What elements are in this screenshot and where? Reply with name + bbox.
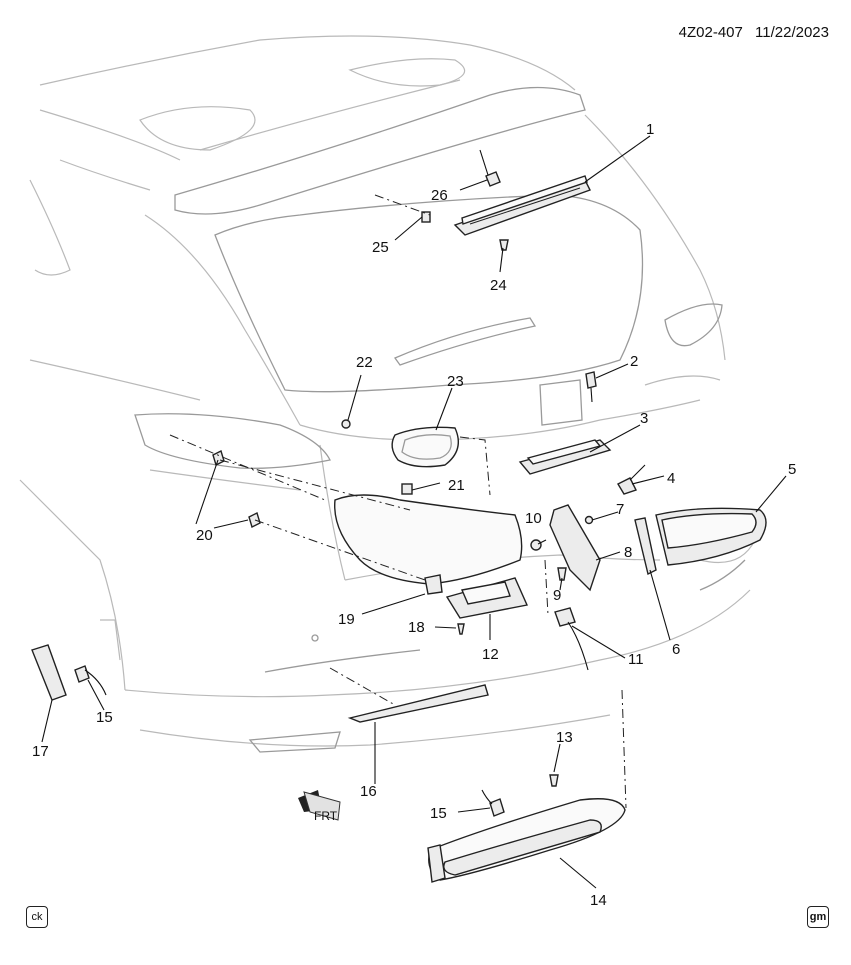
part-20-nut-lower bbox=[248, 512, 261, 528]
part-17-side-marker bbox=[31, 644, 67, 701]
callout-20-upper: 20 bbox=[196, 527, 213, 544]
part-11-harness bbox=[544, 559, 589, 671]
part-21-clip bbox=[401, 483, 413, 495]
callout-10: 10 bbox=[525, 510, 542, 527]
callout-5: 5 bbox=[788, 461, 796, 478]
callout-16: 16 bbox=[360, 783, 377, 800]
callout-6: 6 bbox=[672, 641, 680, 658]
part-16-reflector-strip bbox=[347, 684, 489, 723]
part-26-connector bbox=[479, 149, 501, 187]
part-24-bolt bbox=[499, 239, 509, 251]
part-2-clip bbox=[585, 371, 597, 403]
part-22-nut bbox=[341, 419, 351, 429]
callout-19: 19 bbox=[338, 611, 355, 628]
part-25-grommet bbox=[421, 211, 431, 223]
part-9-screw bbox=[557, 567, 567, 581]
part-7-nut bbox=[584, 515, 594, 525]
callout-13: 13 bbox=[556, 729, 573, 746]
part-10-bolt bbox=[530, 539, 542, 551]
part-12-bracket bbox=[445, 577, 528, 619]
part-8-bracket bbox=[549, 504, 601, 592]
diagram-code: 4Z02-407 bbox=[678, 24, 743, 41]
gm-logo-badge: gm bbox=[807, 906, 829, 928]
part-23-gasket bbox=[391, 426, 459, 468]
callout-labels: 1 2 3 4 5 6 7 8 9 10 11 12 13 14 15 15 1… bbox=[32, 121, 796, 909]
part-14-backup-lamp bbox=[427, 798, 626, 883]
callout-23: 23 bbox=[447, 373, 464, 390]
diagram-date: 11/22/2023 bbox=[755, 24, 829, 41]
callout-14: 14 bbox=[590, 892, 607, 909]
ck-badge: ck bbox=[26, 906, 48, 928]
callout-18: 18 bbox=[408, 619, 425, 636]
diagram-header: 4Z02-407 11/22/2023 bbox=[671, 24, 829, 41]
part-13-screw bbox=[549, 774, 559, 787]
part-1-high-mount-stop-lamp bbox=[453, 175, 591, 236]
callout-8: 8 bbox=[624, 544, 632, 561]
callout-15-lower: 15 bbox=[430, 805, 447, 822]
part-20-nut-upper bbox=[212, 450, 225, 466]
part-18-screw bbox=[457, 623, 465, 635]
callout-22: 22 bbox=[356, 354, 373, 371]
callout-15-left: 15 bbox=[96, 709, 113, 726]
callout-12: 12 bbox=[482, 646, 499, 663]
vehicle-body bbox=[19, 35, 756, 753]
callout-25: 25 bbox=[372, 239, 389, 256]
callout-3: 3 bbox=[640, 410, 648, 427]
part-3-license-lamp bbox=[518, 439, 612, 475]
leader-lines bbox=[41, 135, 787, 889]
part-15-socket-lower bbox=[481, 789, 505, 817]
part-6-seal bbox=[634, 517, 657, 576]
part-15-socket-left bbox=[74, 665, 107, 696]
callout-2: 2 bbox=[630, 353, 638, 370]
callout-21: 21 bbox=[448, 477, 465, 494]
part-4-bracket bbox=[617, 464, 646, 495]
part-19-left-tail-lamp bbox=[334, 494, 523, 595]
part-5-right-tail-lamp bbox=[655, 507, 767, 566]
callout-17: 17 bbox=[32, 743, 49, 760]
callout-1: 1 bbox=[646, 121, 654, 138]
callout-11: 11 bbox=[628, 651, 644, 668]
callout-7: 7 bbox=[616, 501, 624, 518]
callout-9: 9 bbox=[553, 587, 561, 604]
front-orientation-arrow: FRT bbox=[298, 790, 341, 823]
front-label: FRT bbox=[314, 809, 338, 823]
callout-26: 26 bbox=[431, 187, 448, 204]
callout-4: 4 bbox=[667, 470, 675, 487]
callout-24: 24 bbox=[490, 277, 507, 294]
